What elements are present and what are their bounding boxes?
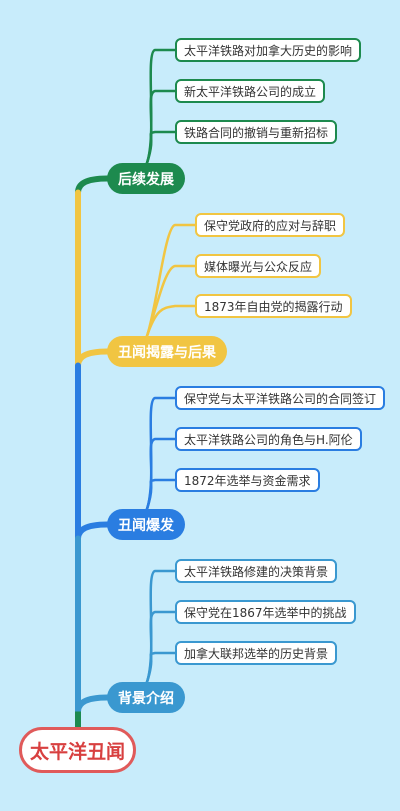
trunk-segment [75,362,110,539]
trunk-segment [75,189,110,366]
leaf-node[interactable]: 1873年自由党的揭露行动 [195,294,352,318]
leaf-connector [145,478,177,511]
branch-node-background[interactable]: 背景介绍 [107,682,185,713]
leaf-node[interactable]: 保守党在1867年选举中的挑战 [175,600,356,624]
root-node[interactable]: 太平洋丑闻 [19,727,136,773]
leaf-node[interactable]: 新太平洋铁路公司的成立 [175,79,326,103]
branch-node-outbreak[interactable]: 丑闻爆发 [107,509,185,540]
leaf-connector [145,130,177,165]
leaf-connector [145,304,197,338]
leaf-node[interactable]: 太平洋铁路修建的决策背景 [175,559,338,583]
leaf-node[interactable]: 加拿大联邦选举的历史背景 [175,641,338,665]
leaf-node[interactable]: 铁路合同的撤销与重新招标 [175,120,338,144]
leaf-node[interactable]: 媒体曝光与公众反应 [195,254,322,278]
leaf-connector [145,651,177,684]
branch-node-exposure[interactable]: 丑闻揭露与后果 [107,336,227,367]
branch-node-follow-up[interactable]: 后续发展 [107,163,185,194]
leaf-node[interactable]: 保守党政府的应对与辞职 [195,213,346,237]
leaf-node[interactable]: 太平洋铁路对加拿大历史的影响 [175,38,362,62]
trunk-segment [75,535,110,712]
leaf-node[interactable]: 保守党与太平洋铁路公司的合同签订 [175,386,386,410]
leaf-node[interactable]: 太平洋铁路公司的角色与H.阿伦 [175,427,362,451]
leaf-node[interactable]: 1872年选举与资金需求 [175,468,320,492]
trunk-segment [75,175,110,730]
